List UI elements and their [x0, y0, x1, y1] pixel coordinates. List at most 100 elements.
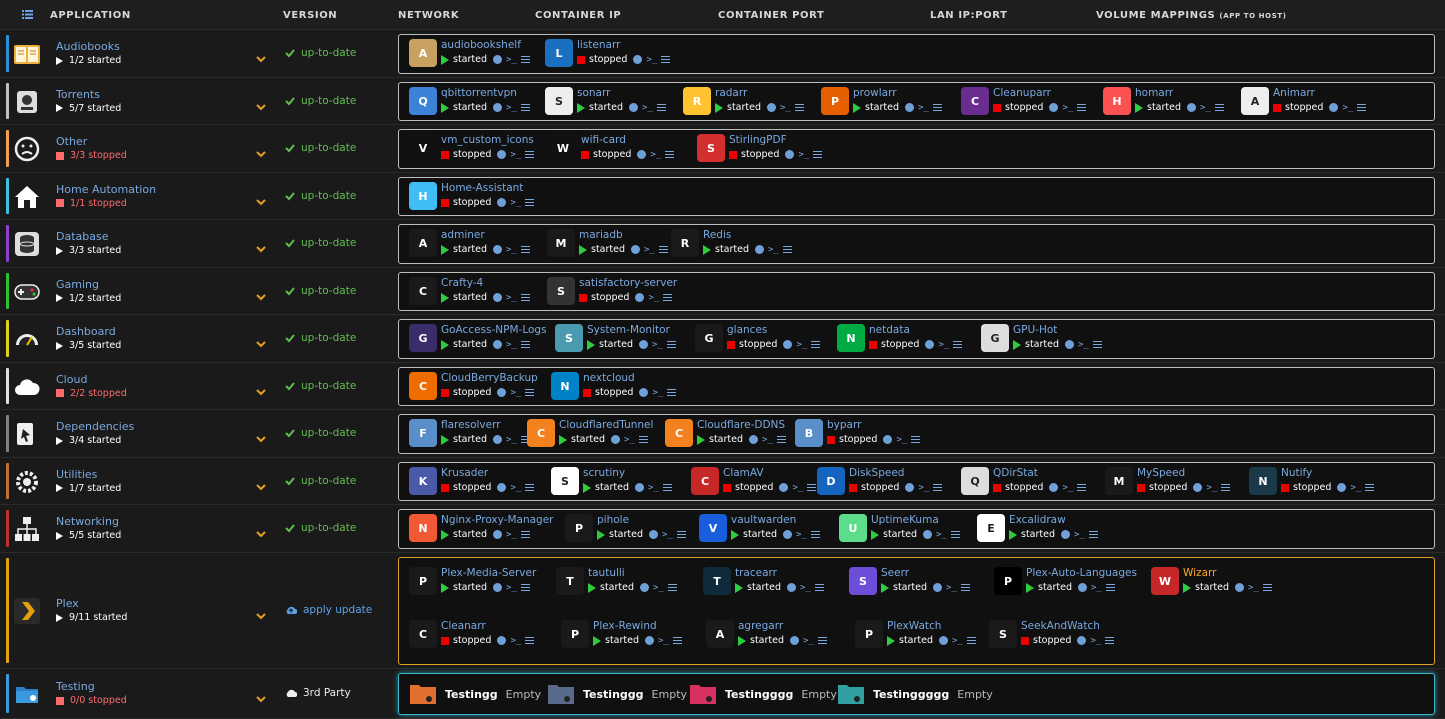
console-icon[interactable]: >_ [762, 434, 773, 445]
menu-icon[interactable] [667, 389, 677, 396]
console-icon[interactable]: >_ [652, 339, 663, 350]
menu-icon[interactable] [1105, 584, 1115, 591]
container-icon[interactable]: H [1103, 87, 1131, 115]
container-icon[interactable]: P [561, 620, 589, 648]
webui-globe-icon[interactable] [905, 483, 915, 492]
menu-icon[interactable] [817, 637, 827, 644]
console-icon[interactable]: >_ [506, 339, 517, 350]
container-icon[interactable]: F [409, 419, 437, 447]
webui-globe-icon[interactable] [1193, 483, 1203, 492]
group-row-networking[interactable]: Networking 5/5 started up-to-date N Ngin… [0, 505, 1445, 553]
webui-globe-icon[interactable] [883, 435, 893, 444]
webui-globe-icon[interactable] [611, 435, 621, 444]
container-icon[interactable]: C [409, 277, 437, 305]
webui-globe-icon[interactable] [645, 636, 655, 645]
group-status[interactable]: 0/0 stopped [56, 695, 127, 706]
menu-icon[interactable] [525, 637, 535, 644]
console-icon[interactable]: >_ [510, 387, 522, 398]
webui-globe-icon[interactable] [640, 583, 650, 592]
menu-icon[interactable] [525, 199, 535, 206]
group-status[interactable]: 3/4 started [56, 435, 121, 446]
container-name[interactable]: byparr [827, 419, 862, 431]
group-row-cloud[interactable]: Cloud 2/2 stopped up-to-date C CloudBerr… [0, 363, 1445, 410]
console-icon[interactable]: >_ [506, 434, 517, 445]
folder-item[interactable]: Testinggg Empty [547, 682, 687, 706]
console-icon[interactable]: >_ [936, 529, 947, 540]
menu-icon[interactable] [932, 104, 942, 111]
container-name[interactable]: Excalidraw [1009, 514, 1066, 526]
console-icon[interactable]: >_ [952, 635, 963, 646]
container-icon[interactable]: R [671, 229, 699, 257]
chevron-down-icon[interactable] [256, 239, 266, 253]
group-row-plex[interactable]: Plex 9/11 started apply update P Plex-Me… [0, 553, 1445, 669]
group-name[interactable]: Dashboard [56, 325, 116, 338]
webui-globe-icon[interactable] [493, 435, 503, 444]
group-row-dependencies[interactable]: Dependencies 3/4 started up-to-date F fl… [0, 410, 1445, 458]
group-name[interactable]: Database [56, 230, 109, 243]
menu-icon[interactable] [663, 294, 673, 301]
console-icon[interactable]: >_ [792, 482, 804, 493]
console-icon[interactable]: >_ [796, 339, 808, 350]
container-icon[interactable]: L [545, 39, 573, 67]
console-icon[interactable]: >_ [510, 149, 522, 160]
menu-icon[interactable] [520, 341, 530, 348]
webui-globe-icon[interactable] [1061, 530, 1071, 539]
container-name[interactable]: PlexWatch [887, 620, 942, 632]
container-name[interactable]: vm_custom_icons [441, 134, 534, 146]
chevron-down-icon[interactable] [256, 689, 266, 703]
group-name[interactable]: Utilities [56, 467, 98, 481]
col-container-port[interactable]: CONTAINER PORT [718, 10, 825, 21]
webui-globe-icon[interactable] [1337, 483, 1347, 492]
webui-globe-icon[interactable] [493, 530, 503, 539]
console-icon[interactable]: >_ [1074, 529, 1085, 540]
container-name[interactable]: qbittorrentvpn [441, 87, 517, 99]
container-icon[interactable]: Q [409, 87, 437, 115]
container-icon[interactable]: N [551, 372, 579, 400]
container-name[interactable]: glances [727, 324, 768, 336]
console-icon[interactable]: >_ [938, 339, 950, 350]
menu-icon[interactable] [666, 341, 676, 348]
container-icon[interactable]: C [961, 87, 989, 115]
console-icon[interactable]: >_ [648, 292, 660, 303]
console-icon[interactable]: >_ [1350, 482, 1362, 493]
webui-globe-icon[interactable] [649, 530, 659, 539]
menu-icon[interactable] [672, 637, 682, 644]
console-icon[interactable]: >_ [650, 149, 662, 160]
console-icon[interactable]: >_ [506, 244, 517, 255]
webui-globe-icon[interactable] [755, 245, 765, 254]
console-icon[interactable]: >_ [652, 387, 664, 398]
container-icon[interactable]: N [837, 324, 865, 352]
container-name[interactable]: CloudBerryBackup [441, 372, 538, 384]
container-icon[interactable]: S [547, 277, 575, 305]
menu-icon[interactable] [1092, 341, 1102, 348]
webui-globe-icon[interactable] [497, 150, 507, 159]
container-name[interactable]: Crafty-4 [441, 277, 484, 289]
container-icon[interactable]: P [994, 567, 1022, 595]
col-network[interactable]: NETWORK [398, 10, 460, 21]
menu-icon[interactable] [520, 584, 530, 591]
container-icon[interactable]: W [549, 134, 577, 162]
webui-globe-icon[interactable] [497, 636, 507, 645]
webui-globe-icon[interactable] [933, 583, 943, 592]
container-name[interactable]: Home-Assistant [441, 182, 524, 194]
webui-globe-icon[interactable] [1329, 103, 1339, 112]
container-name[interactable]: SeekAndWatch [1021, 620, 1100, 632]
version-status[interactable]: apply update [285, 604, 372, 616]
folder-name[interactable]: Testingg [445, 687, 498, 701]
webui-globe-icon[interactable] [925, 340, 935, 349]
menu-icon[interactable] [1105, 637, 1115, 644]
webui-globe-icon[interactable] [783, 530, 793, 539]
list-view-icon[interactable] [22, 10, 33, 22]
console-icon[interactable]: >_ [800, 582, 811, 593]
menu-icon[interactable] [811, 341, 821, 348]
menu-icon[interactable] [1262, 584, 1272, 591]
console-icon[interactable]: >_ [506, 529, 517, 540]
container-name[interactable]: tautulli [588, 567, 625, 579]
group-row-testing[interactable]: Testing 0/0 stopped 3rd Party Testingg E… [0, 669, 1445, 719]
container-icon[interactable]: T [556, 567, 584, 595]
webui-globe-icon[interactable] [493, 103, 503, 112]
console-icon[interactable]: >_ [648, 482, 659, 493]
container-name[interactable]: Plex-Media-Server [441, 567, 537, 579]
container-name[interactable]: Cleanuparr [993, 87, 1052, 99]
container-icon[interactable]: T [703, 567, 731, 595]
